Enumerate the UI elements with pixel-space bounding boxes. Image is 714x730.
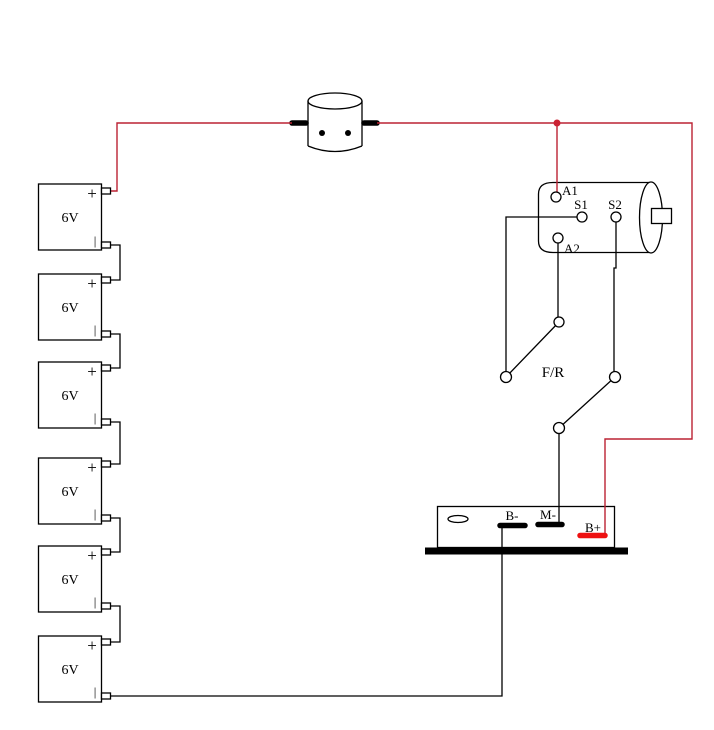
battery-6-label: 6V: [61, 663, 78, 678]
battery-4-label: 6V: [61, 485, 78, 500]
motor-terminal-s2: [610, 211, 622, 223]
solenoid-post-left: [319, 130, 325, 136]
battery-3-plus-sign: +: [87, 362, 97, 381]
switch-blade-forward: [505, 321, 560, 378]
wire-battery5-to-battery6: [110, 605, 121, 643]
controller-label-b-plus: B+: [585, 520, 601, 535]
battery-3-positive-tab: [100, 364, 112, 372]
wire-junction-dot: [553, 119, 561, 127]
motor-label-a1: A1: [562, 183, 578, 198]
wire-b-minus-to-battery6: [110, 527, 503, 697]
battery-4-plus-sign: +: [87, 458, 97, 477]
battery-6-minus-sign: |: [94, 684, 97, 699]
wire-s2-to-switch: [613, 221, 617, 377]
battery-2-minus-sign: |: [94, 322, 97, 337]
battery-1-plus-sign: +: [87, 184, 97, 203]
wire-s1-to-switch: [505, 216, 577, 377]
battery-6-negative-tab: [100, 692, 112, 700]
motor-terminal-a2: [552, 232, 564, 244]
motor-label-a2: A2: [564, 241, 580, 256]
motor-label-s2: S2: [608, 197, 622, 212]
wire-battery4-to-battery5: [110, 517, 121, 553]
battery-3-body: [37, 361, 103, 429]
solenoid-post-right: [345, 130, 351, 136]
battery-5-negative-tab: [100, 602, 112, 610]
battery-2-negative-tab: [100, 330, 112, 338]
battery-4-positive-tab: [100, 460, 112, 468]
switch-contact-left: [499, 370, 513, 384]
battery-1-positive-tab: [100, 187, 112, 195]
wire-battery1-to-battery2: [110, 244, 121, 281]
motor-terminal-a1: [550, 191, 562, 203]
battery-1-label: 6V: [61, 211, 78, 226]
battery-6-plus-sign: +: [87, 636, 97, 655]
battery-2-label: 6V: [61, 301, 78, 316]
motor-label-s1: S1: [574, 197, 588, 212]
battery-2-plus-sign: +: [87, 274, 97, 293]
battery-4-minus-sign: |: [94, 506, 97, 521]
battery-5-body: [37, 545, 103, 613]
battery-4-negative-tab: [100, 514, 112, 522]
battery-1-minus-sign: |: [94, 233, 97, 248]
controller-label-b-minus: B-: [506, 508, 519, 523]
battery-5-label: 6V: [61, 573, 78, 588]
wire-solenoid-to-b-plus: [377, 122, 693, 533]
switch-contact-right: [608, 370, 622, 384]
battery-3-negative-tab: [100, 418, 112, 426]
battery-5-minus-sign: |: [94, 594, 97, 609]
controller-label-m-minus: M-: [540, 507, 556, 522]
battery-3-minus-sign: |: [94, 410, 97, 425]
battery-6-positive-tab: [100, 638, 112, 646]
battery-2-positive-tab: [100, 276, 112, 284]
controller-slot: [447, 514, 469, 524]
battery-1-body: [37, 183, 103, 251]
switch-contact-top: [553, 316, 565, 328]
motor-terminal-s1: [576, 211, 588, 223]
battery-5-positive-tab: [100, 548, 112, 556]
battery-3-label: 6V: [61, 389, 78, 404]
battery-1-negative-tab: [100, 241, 112, 249]
motor-shaft-block: [650, 207, 673, 225]
solenoid-bottom-curve: [307, 145, 363, 153]
wire-battery3-to-battery4: [110, 421, 121, 465]
wire-battery1-to-solenoid: [110, 122, 292, 192]
battery-4-body: [37, 457, 103, 525]
switch-blade-reverse: [558, 376, 616, 429]
battery-6-body: [37, 635, 103, 703]
wire-battery2-to-battery3: [110, 333, 121, 369]
solenoid-top-face: [307, 92, 363, 110]
switch-label-fr: F/R: [542, 365, 565, 381]
battery-5-plus-sign: +: [87, 546, 97, 565]
battery-2-body: [37, 273, 103, 341]
switch-contact-bottom: [552, 421, 566, 435]
